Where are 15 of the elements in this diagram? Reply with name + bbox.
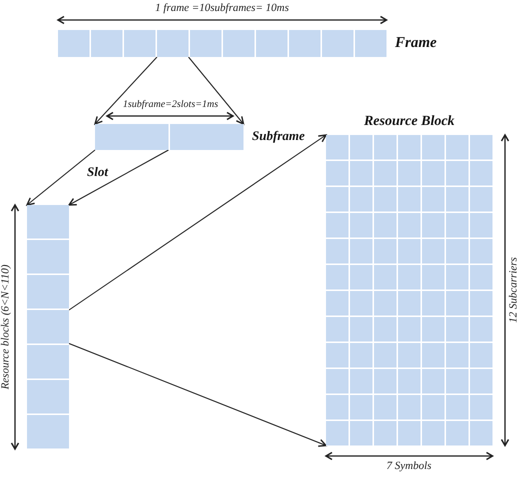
resource-block-heading: Resource Block	[364, 115, 455, 129]
slot-heading: Slot	[87, 165, 108, 178]
arrow	[68, 343, 327, 447]
dimension-label: 12 Subcarriers	[508, 257, 520, 323]
arrow	[68, 150, 169, 206]
arrow	[68, 134, 327, 310]
dimension-label: 1subframe=2slots=1ms	[122, 100, 218, 110]
arrow	[188, 56, 244, 125]
dimension-label: 1 frame =10subframes= 10ms	[155, 3, 289, 14]
frame-heading: Frame	[395, 36, 437, 51]
dimension-label: Resource blocks (6<N<110)	[0, 264, 12, 390]
arrow	[26, 150, 96, 206]
arrow	[94, 56, 158, 125]
subframe-heading: Subframe	[252, 129, 305, 142]
dimension-label: 7 Symbols	[386, 461, 432, 472]
